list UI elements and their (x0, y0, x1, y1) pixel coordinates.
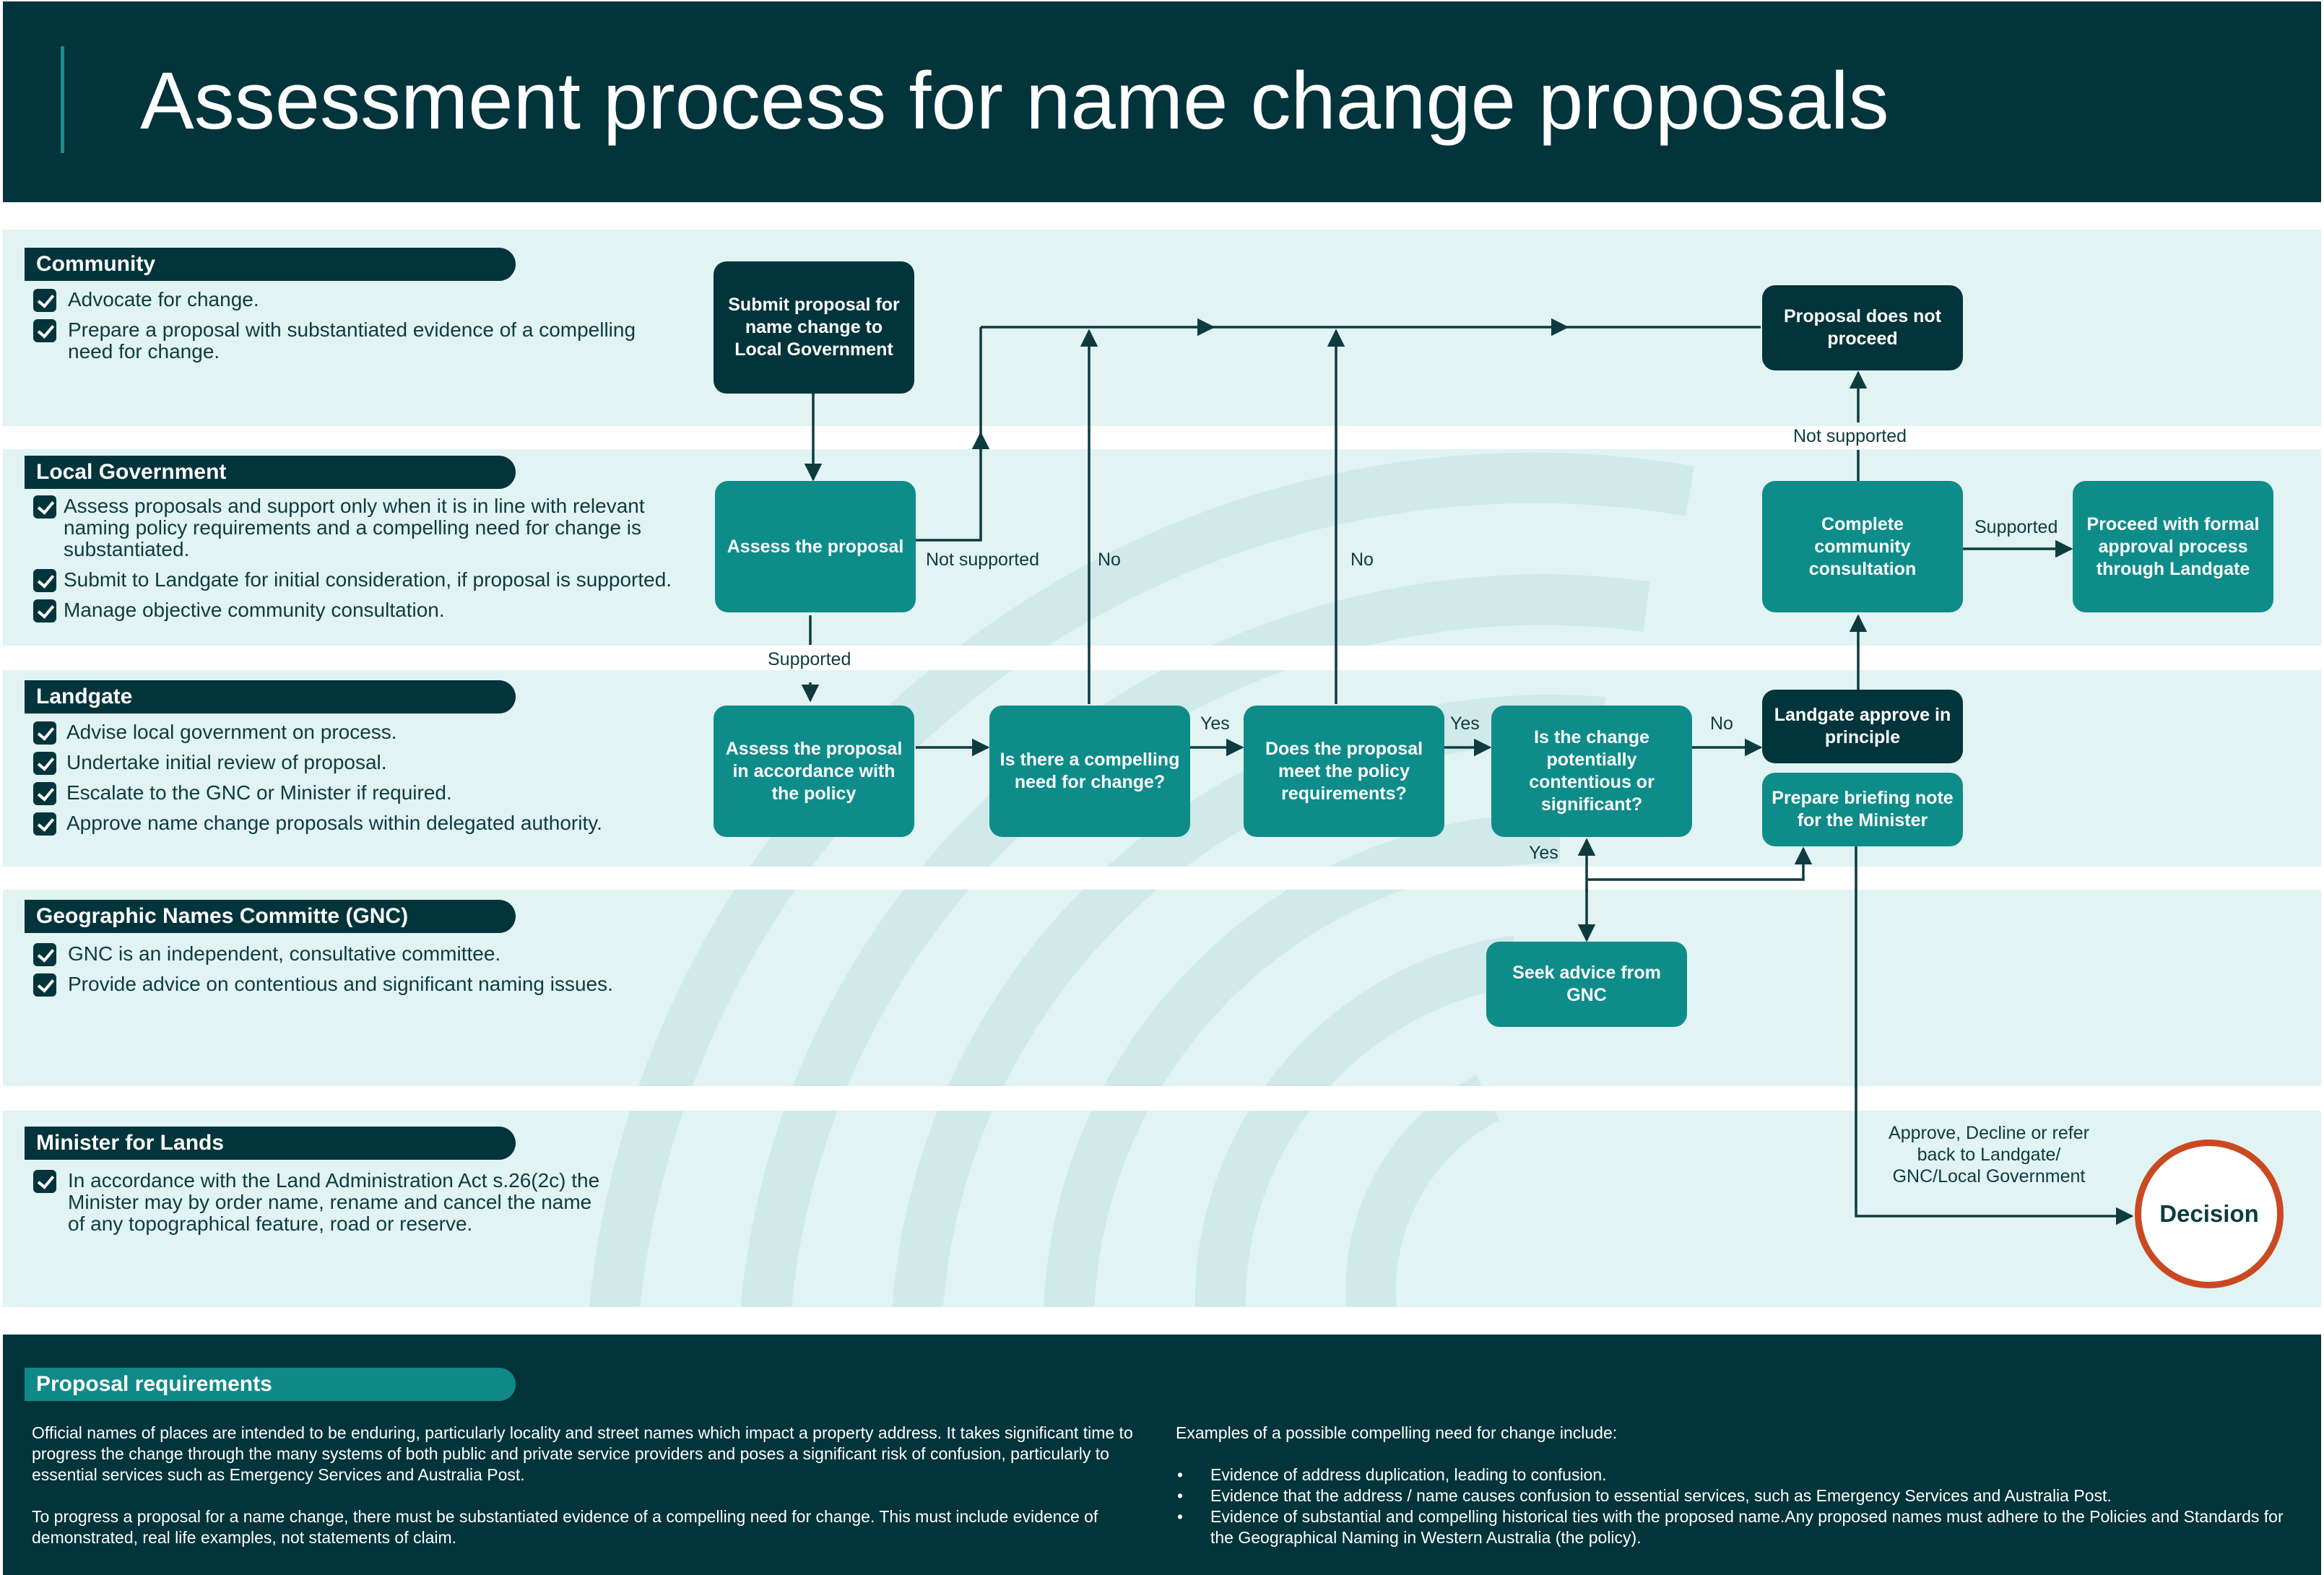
local-government-items: Assess proposals and support only when i… (32, 495, 711, 630)
checkbox-icon (33, 569, 56, 592)
node-formal-approval: Proceed with formal approval process thr… (2073, 481, 2273, 612)
checkbox-icon (33, 599, 56, 622)
edge-label-no: No (1098, 550, 1121, 570)
edge-label-yes: Yes (1450, 713, 1480, 734)
footer-bullet-list: Evidence of address duplication, leading… (1176, 1465, 2288, 1548)
page-header: Assessment process for name change propo… (3, 1, 2321, 202)
list-item: Submit to Landgate for initial considera… (32, 569, 711, 592)
checkbox-icon (33, 782, 56, 805)
footer-paragraph: Official names of places are intended to… (32, 1423, 1133, 1484)
list-item: Evidence of address duplication, leading… (1176, 1465, 2288, 1485)
lane-title-gnc: Geographic Names Committe (GNC) (25, 900, 516, 933)
checkbox-icon (33, 1170, 56, 1193)
node-policy-requirements: Does the proposal meet the policy requir… (1244, 706, 1444, 837)
list-item: Advocate for change. (32, 289, 682, 312)
node-proposal-not-proceed: Proposal does not proceed (1762, 285, 1963, 370)
footer-left-text: Official names of places are intended to… (32, 1423, 1144, 1569)
checkbox-icon (33, 495, 56, 519)
node-briefing-note: Prepare briefing note for the Minister (1762, 773, 1963, 846)
proposal-requirements-panel: Proposal requirements Official names of … (3, 1335, 2321, 1575)
checkbox-icon (33, 752, 56, 775)
list-item: Advise local government on process. (32, 721, 682, 745)
landgate-items: Advise local government on process. Unde… (32, 721, 682, 843)
list-item: Evidence of substantial and compelling h… (1176, 1506, 2288, 1548)
gnc-items: GNC is an independent, consultative comm… (32, 943, 682, 1004)
list-item: Prepare a proposal with substantiated ev… (32, 319, 682, 363)
checkbox-icon (33, 289, 56, 312)
list-item: Approve name change proposals within del… (32, 812, 682, 836)
footer-right-text: Examples of a possible compelling need f… (1176, 1423, 2288, 1548)
edge-label-supported: Supported (768, 649, 851, 669)
edge-label-decision-note: Approve, Decline or refer back to Landga… (1889, 1123, 2089, 1186)
node-compelling-need: Is there a compelling need for change? (989, 706, 1190, 837)
node-assess-policy: Assess the proposal in accordance with t… (714, 706, 914, 837)
node-assess-proposal: Assess the proposal (715, 481, 916, 612)
edge-label-yes: Yes (1200, 713, 1230, 734)
node-decision: Decision (2135, 1140, 2284, 1288)
edge-label-supported: Supported (1974, 517, 2058, 537)
lane-title-local-government: Local Government (25, 456, 516, 489)
checkbox-icon (33, 812, 56, 836)
list-item: Assess proposals and support only when i… (32, 495, 711, 560)
node-community-consultation: Complete community consultation (1762, 481, 1963, 612)
edge-label-not-supported: Not supported (926, 550, 1040, 570)
footer-right-intro: Examples of a possible compelling need f… (1176, 1423, 1618, 1442)
page-title: Assessment process for name change propo… (140, 56, 1889, 146)
list-item: In accordance with the Land Administrati… (32, 1170, 610, 1235)
checkbox-icon (33, 943, 56, 966)
edge-label-not-supported: Not supported (1793, 426, 1907, 446)
checkbox-icon (33, 721, 56, 745)
node-approve-in-principle: Landgate approve in principle (1762, 690, 1963, 763)
edge-label-yes: Yes (1529, 843, 1558, 863)
header-accent-bar (61, 46, 64, 153)
list-item: Manage objective community consultation. (32, 599, 711, 622)
community-items: Advocate for change. Prepare a proposal … (32, 289, 682, 371)
edge-label-no: No (1350, 550, 1374, 570)
list-item: Escalate to the GNC or Minister if requi… (32, 782, 682, 805)
list-item: GNC is an independent, consultative comm… (32, 943, 682, 966)
lane-title-community: Community (25, 248, 516, 281)
list-item: Undertake initial review of proposal. (32, 752, 682, 775)
minister-items: In accordance with the Land Administrati… (32, 1170, 610, 1244)
edge-label-no: No (1710, 713, 1733, 734)
footer-heading: Proposal requirements (25, 1368, 516, 1401)
node-seek-gnc-advice: Seek advice from GNC (1486, 942, 1687, 1027)
checkbox-icon (33, 319, 56, 342)
lane-title-minister: Minister for Lands (25, 1127, 516, 1160)
checkbox-icon (33, 973, 56, 997)
node-contentious: Is the change potentially contentious or… (1491, 706, 1692, 837)
node-submit-proposal: Submit proposal for name change to Local… (714, 261, 914, 394)
footer-paragraph: To progress a proposal for a name change… (32, 1507, 1098, 1547)
list-item: Evidence that the address / name causes … (1176, 1485, 2288, 1506)
list-item: Provide advice on contentious and signif… (32, 973, 682, 997)
lane-title-landgate: Landgate (25, 680, 516, 713)
